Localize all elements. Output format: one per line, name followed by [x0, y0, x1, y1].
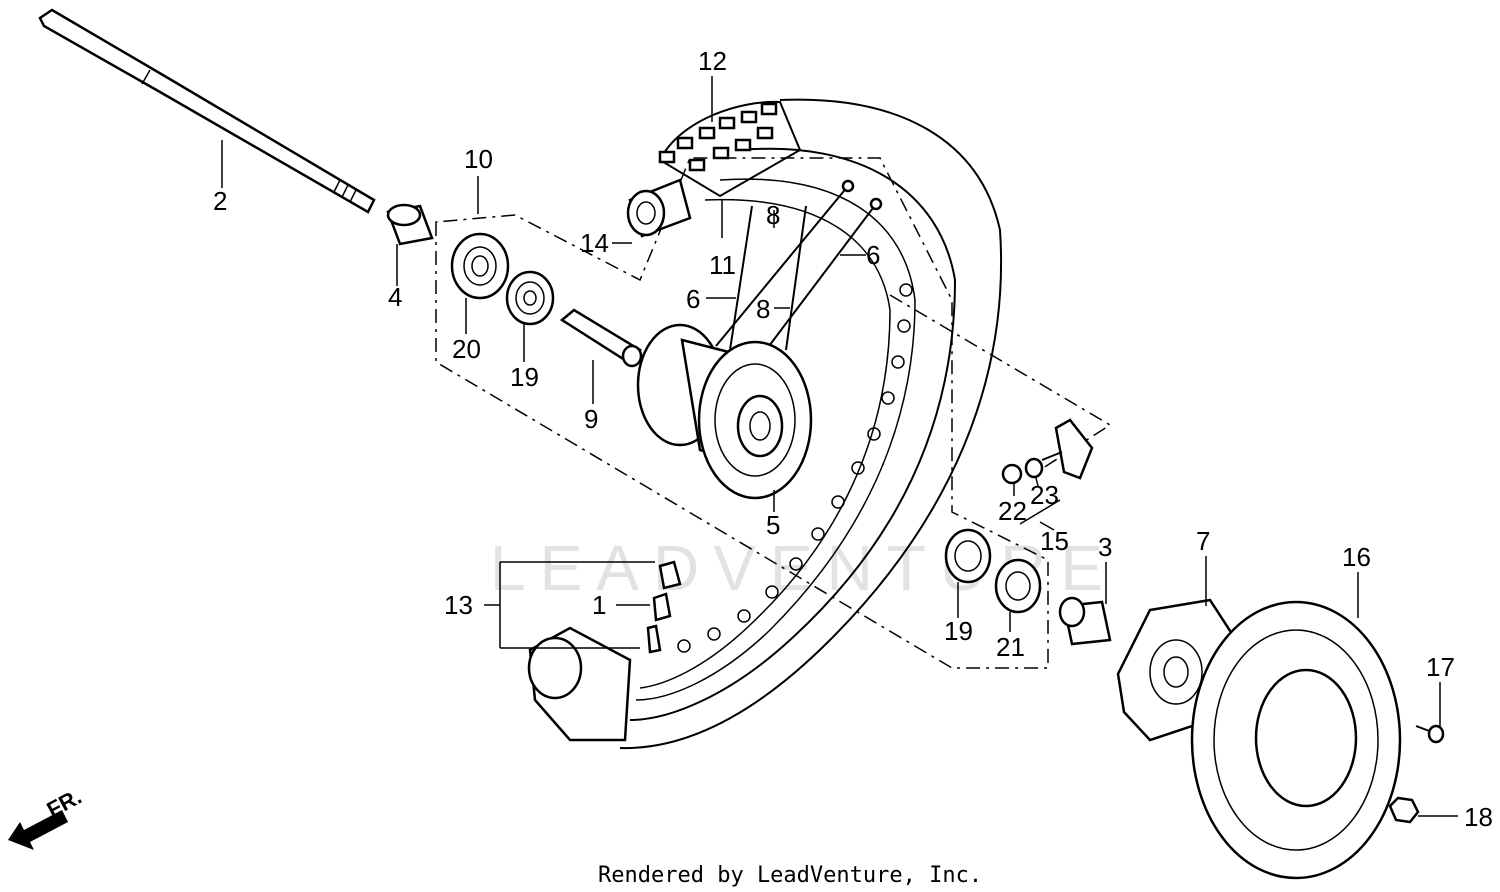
callout-19-right: 19: [944, 616, 973, 646]
callout-13: 13: [444, 590, 473, 620]
tube-part[interactable]: [626, 178, 692, 238]
bearing-left-part[interactable]: [505, 270, 555, 326]
hub-assembly-outline: [435, 157, 1049, 669]
callout-10: 10: [464, 144, 493, 174]
callout-12: 12: [698, 46, 727, 76]
rim-holes: [677, 283, 913, 653]
dust-seal-part[interactable]: [450, 232, 510, 300]
callout-15: 15: [1040, 526, 1069, 556]
callout-18: 18: [1464, 802, 1493, 832]
dust-seal-right-part[interactable]: [994, 558, 1042, 614]
callout-8-lower: 8: [756, 294, 770, 324]
axle-part[interactable]: [38, 8, 376, 214]
callout-4: 4: [388, 282, 402, 312]
bolt-part[interactable]: [1415, 724, 1445, 744]
callout-19-left: 19: [510, 362, 539, 392]
callout-23: 23: [1030, 480, 1059, 510]
callout-14: 14: [580, 228, 609, 258]
rim-lock-part[interactable]: [1001, 418, 1094, 485]
wheel-part[interactable]: [619, 98, 1002, 750]
collar-part[interactable]: [386, 203, 434, 246]
tire-tread-part[interactable]: [658, 100, 802, 198]
callout-11: 11: [709, 250, 736, 280]
callout-20: 20: [452, 334, 481, 364]
callout-7: 7: [1196, 526, 1210, 556]
valve-part[interactable]: [646, 560, 682, 654]
nut-part[interactable]: [1388, 796, 1420, 824]
callout-9: 9: [584, 404, 598, 434]
callout-6-left: 6: [686, 284, 700, 314]
callout-3: 3: [1098, 532, 1112, 562]
callout-17: 17: [1426, 652, 1455, 682]
leader-lines: [221, 76, 1458, 817]
footer-credit: Rendered by LeadVenture, Inc.: [598, 863, 982, 888]
callout-1: 1: [592, 590, 606, 620]
callout-21: 21: [996, 632, 1025, 662]
callout-6-right: 6: [866, 240, 880, 270]
callout-5: 5: [766, 510, 780, 540]
front-hub-part[interactable]: [636, 323, 813, 500]
direction-label: FR.: [43, 784, 86, 823]
brake-disc-part[interactable]: [1190, 600, 1402, 880]
bearing-right-part[interactable]: [944, 528, 992, 584]
callout-2: 2: [213, 186, 227, 216]
side-collar-part[interactable]: [1058, 596, 1112, 646]
spokes-part[interactable]: [715, 179, 883, 359]
tire-lower-part[interactable]: [527, 626, 632, 742]
callout-8-upper: 8: [766, 200, 780, 230]
front-direction-arrow-icon: [8, 810, 68, 850]
callout-16: 16: [1342, 542, 1371, 572]
distance-collar-part[interactable]: [559, 308, 643, 368]
callout-22: 22: [998, 496, 1027, 526]
